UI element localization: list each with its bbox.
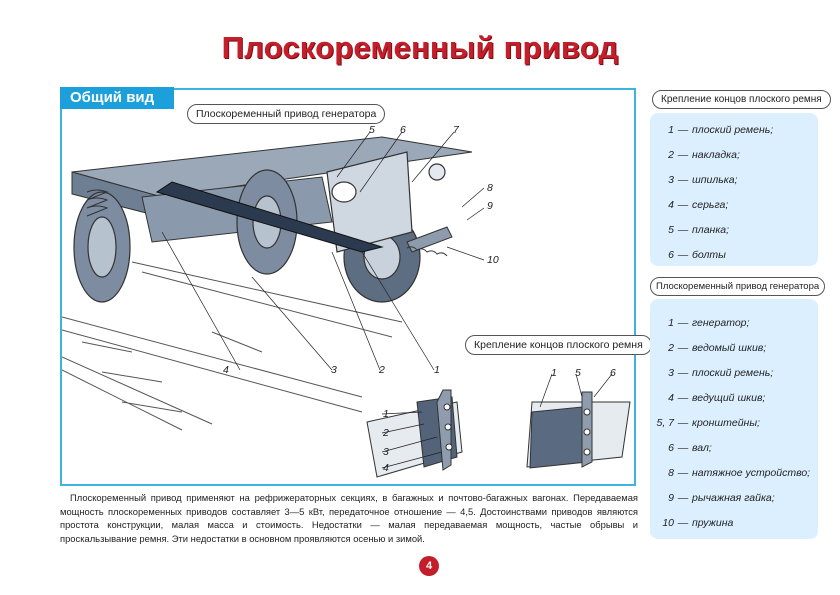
detail-label-r5: 5 [575, 367, 581, 379]
detail-fastening-right [526, 391, 631, 469]
callout-1: 1 [434, 364, 440, 376]
generator-legend-title: Плоскоременный привод генератора [650, 277, 826, 296]
description-text: Плоскоременный привод применяют на рефри… [60, 492, 638, 544]
generator-legend-item: 10—пружина [662, 517, 734, 529]
fastening-legend-item: 6—болты [668, 249, 726, 261]
callout-10: 10 [487, 254, 499, 266]
fastening-legend-item: 4—серьга; [668, 199, 729, 211]
generator-legend-item: 9—рычажная гайка; [668, 492, 775, 504]
callout-4: 4 [223, 364, 229, 376]
generator-legend-item: 2—ведомый шкив; [668, 342, 767, 354]
springs-drawing [86, 189, 453, 257]
fastening-legend-item: 3—шпилька; [668, 174, 738, 186]
fastening-legend-panel [650, 113, 818, 266]
flat-belt-drawing [155, 181, 384, 253]
callout-3: 3 [331, 364, 337, 376]
detail-fastening-left [366, 389, 463, 478]
generator-drive-pill: Плоскоременный привод генератора [187, 104, 386, 124]
fastening-legend-title: Крепление концов плоского ремня [652, 90, 831, 109]
generator-legend-panel [650, 299, 818, 539]
generator-legend-item: 8—натяжное устройство; [668, 467, 811, 479]
generator-housing [326, 151, 413, 253]
fastening-legend-item: 1—плоский ремень; [668, 124, 774, 136]
callout-lines [161, 131, 485, 371]
detail-label-1: 1 [383, 408, 389, 420]
detail-label-r6: 6 [610, 367, 616, 379]
generator-legend-item: 5, 7—кронштейны; [656, 417, 760, 429]
callout-2: 2 [379, 364, 385, 376]
bogie-illustration [62, 131, 631, 478]
page-title: Плоскоременный привод [221, 30, 619, 65]
page-number: 4 [419, 556, 439, 576]
rails-drawing [62, 261, 403, 431]
fastening-legend-item: 2—накладка; [668, 149, 740, 161]
detail-callout-lines [381, 373, 613, 469]
fastening-legend-item: 5—планка; [668, 224, 730, 236]
callout-8: 8 [487, 182, 493, 194]
callout-6: 6 [400, 124, 406, 136]
generator-legend-item: 3—плоский ремень; [668, 367, 774, 379]
detail-label-r1: 1 [551, 367, 557, 379]
callout-7: 7 [453, 124, 459, 136]
detail-label-2: 2 [383, 427, 389, 439]
generator-legend-item: 4—ведущий шкив; [668, 392, 766, 404]
illustration-frame [60, 88, 636, 486]
generator-legend-item: 1—генератор; [668, 317, 750, 329]
detail-label-3: 3 [383, 446, 389, 458]
generator-legend-item: 6—вал; [668, 442, 712, 454]
detail-label-4: 4 [383, 462, 389, 474]
callout-5: 5 [369, 124, 375, 136]
callout-9: 9 [487, 200, 493, 212]
belt-fastening-pill: Крепление концов плоского ремня [465, 335, 652, 355]
general-view-tab: Общий вид [60, 87, 174, 109]
